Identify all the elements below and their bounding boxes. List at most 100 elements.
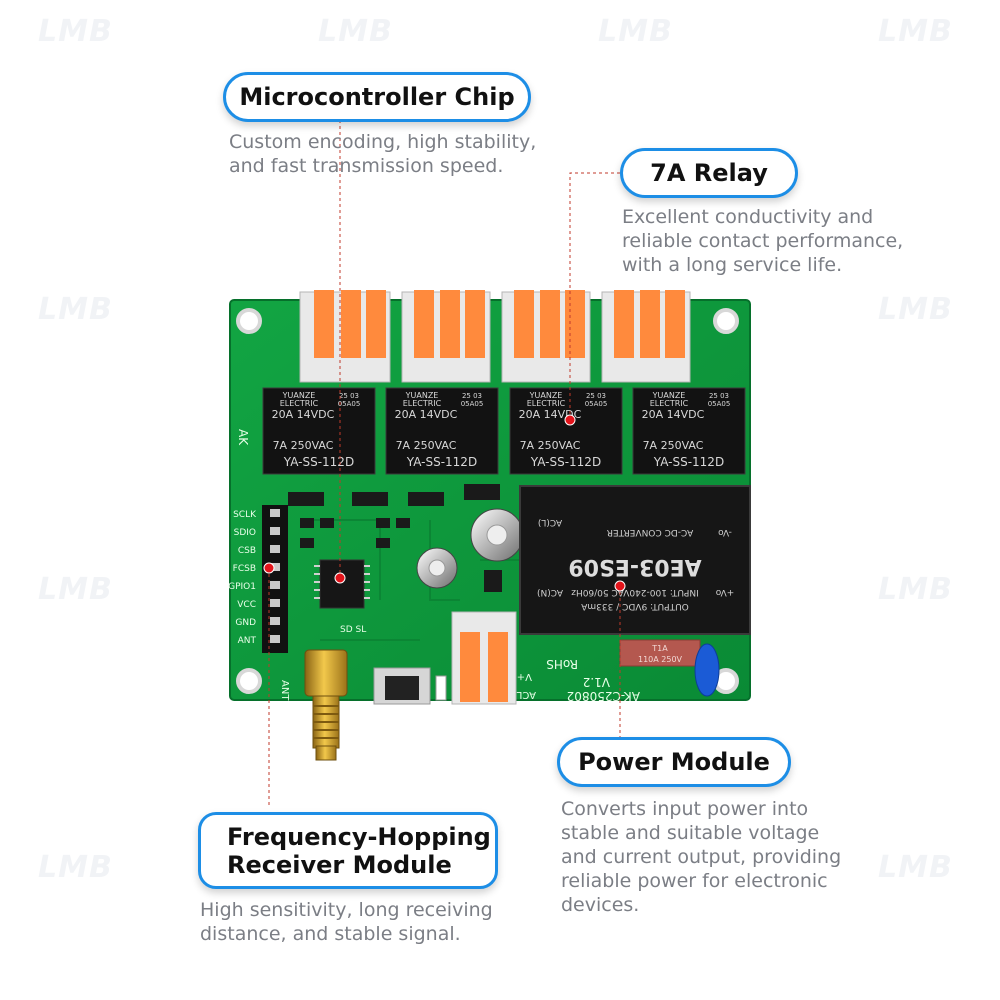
relay-label: 05A05 <box>708 400 731 408</box>
connector <box>501 290 591 383</box>
power-input-terminal <box>451 611 517 705</box>
svg-text:OUTPUT: 9VDC / 333mA: OUTPUT: 9VDC / 333mA <box>580 601 688 611</box>
relay-label: 20A 14VDC <box>395 408 458 421</box>
watermark: LMB <box>38 850 113 885</box>
pin-label: GND <box>235 618 256 628</box>
svg-text:AC(L): AC(L) <box>538 517 562 527</box>
relay-label: 7A 250VAC <box>520 439 581 452</box>
antenna-connector <box>304 649 348 761</box>
relay-label: 20A 14VDC <box>272 408 335 421</box>
relay-label: 25 03 <box>339 392 359 400</box>
watermark: LMB <box>598 14 673 49</box>
relay-label: 20A 14VDC <box>642 408 705 421</box>
leader-line <box>569 172 620 418</box>
relay-label: ELECTRIC <box>403 399 442 408</box>
pin-label: SCLK <box>233 510 257 520</box>
watermark: LMB <box>38 292 113 327</box>
svg-text:110A 250V: 110A 250V <box>638 655 683 664</box>
marker-dot <box>334 572 346 584</box>
svg-text:AC(N): AC(N) <box>537 587 563 597</box>
watermark: LMB <box>318 14 393 49</box>
varistor <box>694 643 720 697</box>
watermark: LMB <box>878 292 953 327</box>
rohs-label: RoHS <box>546 657 578 671</box>
relay-label: 25 03 <box>586 392 606 400</box>
mounting-holes <box>236 308 739 694</box>
callout-receiver-desc: High sensitivity, long receiving distanc… <box>200 899 493 945</box>
connector <box>601 290 691 383</box>
relay-label: YUANZE <box>405 391 439 400</box>
watermark: LMB <box>878 850 953 885</box>
callout-relay-desc: Excellent conductivity and reliable cont… <box>622 206 904 276</box>
header-pin <box>270 563 280 571</box>
pin-label: CSB <box>238 546 256 556</box>
fuse: T1A 110A 250V <box>619 639 701 667</box>
relay-label: ELECTRIC <box>280 399 319 408</box>
relay-label: YA-SS-112D <box>653 455 724 469</box>
marker-dot <box>263 562 275 574</box>
marker-dot <box>564 414 576 426</box>
relay-label: 05A05 <box>585 400 608 408</box>
board-label-ak: AK <box>236 429 250 446</box>
relay-label: ELECTRIC <box>650 399 689 408</box>
acl-label: ACL <box>516 689 536 700</box>
relay-label: YUANZE <box>282 391 316 400</box>
push-button <box>373 667 431 705</box>
relay-label: YA-SS-112D <box>283 455 354 469</box>
microcontroller-chip <box>319 559 365 609</box>
pin-label: FCSB <box>233 564 256 574</box>
pin-label: ANT <box>238 636 257 646</box>
callout-power-title: Power Module <box>557 737 791 787</box>
watermark: LMB <box>878 572 953 607</box>
callout-microcontroller-desc: Custom encoding, high stability, and fas… <box>229 131 537 177</box>
header-pin <box>270 509 280 517</box>
relay-label: 7A 250VAC <box>643 439 704 452</box>
pin-label: VCC <box>237 600 256 610</box>
svg-text:AE03-ES09: AE03-ES09 <box>568 554 701 579</box>
smd-components <box>288 484 502 592</box>
connector <box>299 290 391 383</box>
watermark: LMB <box>38 14 113 49</box>
relay-label: 05A05 <box>338 400 361 408</box>
vplus-label: V+ <box>517 671 532 682</box>
relay-label: 7A 250VAC <box>396 439 457 452</box>
pin-label: SDIO <box>234 528 256 538</box>
relay-label: YUANZE <box>529 391 563 400</box>
sdsl-label: SD SL <box>340 625 366 635</box>
marker-dot <box>614 580 626 592</box>
callout-microcontroller-title: Microcontroller Chip <box>223 72 531 122</box>
header-pin <box>270 581 280 589</box>
relay-label: YA-SS-112D <box>406 455 477 469</box>
svg-text:INPUT: 100-240VAC 50/60Hz: INPUT: 100-240VAC 50/60Hz <box>571 587 699 597</box>
header-pin <box>270 527 280 535</box>
svg-text:+Vo: +Vo <box>715 587 734 597</box>
callout-power-desc: Converts input power into stable and sui… <box>561 798 842 916</box>
relay-label: ELECTRIC <box>527 399 566 408</box>
part-number-label: AK-C250802 <box>567 689 640 703</box>
header-pin <box>270 599 280 607</box>
callout-relay-title: 7A Relay <box>620 148 798 198</box>
relay-label: 05A05 <box>461 400 484 408</box>
connector <box>401 290 491 383</box>
led <box>435 675 447 701</box>
relay-label: 25 03 <box>709 392 729 400</box>
version-label: V1.2 <box>583 675 610 689</box>
header-pin <box>270 545 280 553</box>
relay-label: 7A 250VAC <box>273 439 334 452</box>
callout-receiver-title: Frequency-Hopping Receiver Module <box>198 812 498 889</box>
relay-label: 25 03 <box>462 392 482 400</box>
relay-label: YUANZE <box>652 391 686 400</box>
relay-label: YA-SS-112D <box>530 455 601 469</box>
watermark: LMB <box>38 572 113 607</box>
svg-text:-Vo: -Vo <box>718 527 732 537</box>
power-module: AE03-ES09 INPUT: 100-240VAC 50/60Hz OUTP… <box>519 485 751 635</box>
electrolytic-capacitor <box>470 508 524 562</box>
ant-label: ANT <box>279 680 290 701</box>
